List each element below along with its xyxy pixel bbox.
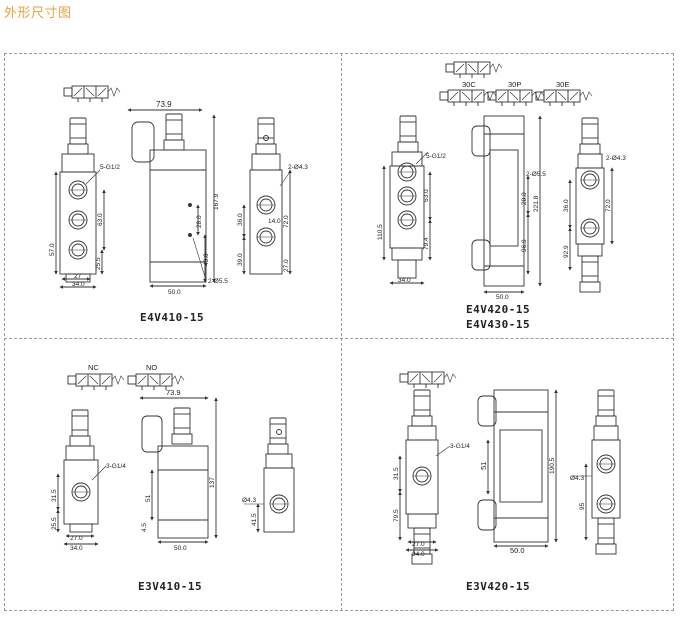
e4v420-s2-label: 63.0 bbox=[423, 189, 430, 202]
e4v430-30p-label: 30P bbox=[508, 80, 521, 89]
e4v410-mount-hole-label: 2-Ø5.5 bbox=[208, 278, 228, 285]
e4v420-m3-label: 221.8 bbox=[533, 195, 540, 212]
e4v410-s4-label: 27 bbox=[74, 273, 82, 280]
page-title: 外形尺寸图 bbox=[4, 6, 72, 21]
e3v420-m2-label: 190.5 bbox=[549, 457, 556, 474]
e3v420-drawing bbox=[398, 371, 621, 565]
model-e3v420: E3V420-15 bbox=[466, 580, 531, 593]
e4v420-r1-label: 2-Ø4.3 bbox=[606, 155, 626, 162]
e3v420-m1-label: 51 bbox=[479, 462, 488, 470]
e4v420-s3-label: 79.4 bbox=[423, 237, 430, 250]
e3v420-m3-label: 50.0 bbox=[510, 546, 525, 555]
e3v420-s3-label: 27.0 bbox=[412, 541, 425, 548]
e3v420-s4-label: 34.0 bbox=[412, 551, 425, 558]
e4v420-m4-label: 96.9 bbox=[521, 239, 528, 252]
vertical-divider bbox=[341, 53, 342, 611]
e4v420-r3-label: 72.0 bbox=[605, 199, 612, 212]
e3v410-r2-label: 41.5 bbox=[251, 513, 258, 526]
e4v430-30e-symbol bbox=[535, 89, 593, 107]
e3v410-m2-label: 137 bbox=[209, 477, 216, 488]
e4v420-valve-symbol bbox=[445, 61, 503, 79]
e3v410-nc-label: NC bbox=[88, 363, 99, 372]
e4v420-m5-label: 50.0 bbox=[496, 294, 509, 301]
e4v420-m1-label: 2-Ø5.5 bbox=[526, 171, 546, 178]
e3v410-nc-symbol bbox=[67, 373, 125, 391]
e3v410-m3-label: 50.0 bbox=[174, 545, 187, 552]
e3v410-m1-label: 51 bbox=[145, 494, 152, 502]
e3v410-no-label: NO bbox=[146, 363, 157, 372]
e3v420-r1-label: Ø4.3 bbox=[570, 475, 584, 482]
e3v410-s2-label: 25.5 bbox=[51, 517, 58, 530]
e4v420-r2-label: 36.0 bbox=[563, 199, 570, 212]
e3v410-drawing bbox=[56, 373, 295, 546]
e3v410-port-label: 3-G1/4 bbox=[106, 463, 126, 470]
e3v410-m4-label: 4.5 bbox=[141, 523, 148, 532]
e3v410-width-label: 73.9 bbox=[166, 388, 181, 397]
e4v410-r1-label: 2-Ø4.3 bbox=[288, 164, 308, 171]
e4v410-port-label: 5-G1/2 bbox=[100, 164, 120, 171]
model-e4v410: E4V410-15 bbox=[140, 311, 205, 324]
e4v410-height-label: 167.9 bbox=[213, 193, 220, 210]
e4v420-m2-label: 28.0 bbox=[521, 192, 528, 205]
e4v410-d1-label: 28.0 bbox=[196, 215, 203, 228]
e4v410-r6-label: 27.0 bbox=[283, 259, 290, 272]
e3v420-r2-label: 95 bbox=[579, 502, 586, 510]
e3v410-s1-label: 31.5 bbox=[51, 489, 58, 502]
e4v410-s5-label: 34.0 bbox=[72, 281, 85, 288]
e4v420-port-label: 5-G1/2 bbox=[426, 153, 446, 160]
e4v410-r4-label: 72.0 bbox=[283, 215, 290, 228]
e4v410-width-label: 73.9 bbox=[156, 100, 172, 109]
e3v410-s3-label: 27.0 bbox=[70, 535, 83, 542]
e4v420-drawing bbox=[382, 61, 614, 294]
e4v410-s2-label: 63.0 bbox=[97, 213, 104, 226]
e4v430-30e-label: 30E bbox=[556, 80, 569, 89]
e3v420-valve-symbol bbox=[399, 371, 457, 389]
e4v410-s1-label: 57.0 bbox=[49, 243, 56, 256]
e4v410-r3-label: 14.0 bbox=[268, 218, 281, 225]
horizontal-divider bbox=[4, 338, 674, 339]
e4v430-30c-label: 30C bbox=[462, 80, 476, 89]
e3v420-s2-label: 79.5 bbox=[393, 509, 400, 522]
e4v410-base-label: 50.0 bbox=[168, 289, 181, 296]
model-e3v410: E3V410-15 bbox=[138, 580, 203, 593]
e3v420-port-label: 3-G1/4 bbox=[450, 443, 470, 450]
e3v410-r1-label: Ø4.3 bbox=[242, 497, 256, 504]
e3v420-s1-label: 31.5 bbox=[393, 467, 400, 480]
model-e4v430: E4V430-15 bbox=[466, 318, 531, 331]
e4v410-s3-label: 25.5 bbox=[95, 257, 102, 270]
model-e4v420: E4V420-15 bbox=[466, 303, 531, 316]
e4v410-drawing bbox=[54, 85, 292, 289]
e3v410-s4-label: 34.0 bbox=[70, 545, 83, 552]
e4v420-s1-label: 110.5 bbox=[377, 224, 384, 240]
e4v410-valve-symbol bbox=[63, 85, 121, 103]
e4v420-s4-label: 34.0 bbox=[398, 277, 411, 284]
e4v410-r2-label: 36.0 bbox=[237, 213, 244, 226]
e4v410-r5-label: 39.0 bbox=[237, 253, 244, 266]
drawing-frame bbox=[4, 53, 674, 611]
e4v410-d2-label: 43.0 bbox=[203, 253, 210, 266]
e4v420-r4-label: 92.9 bbox=[563, 245, 570, 258]
